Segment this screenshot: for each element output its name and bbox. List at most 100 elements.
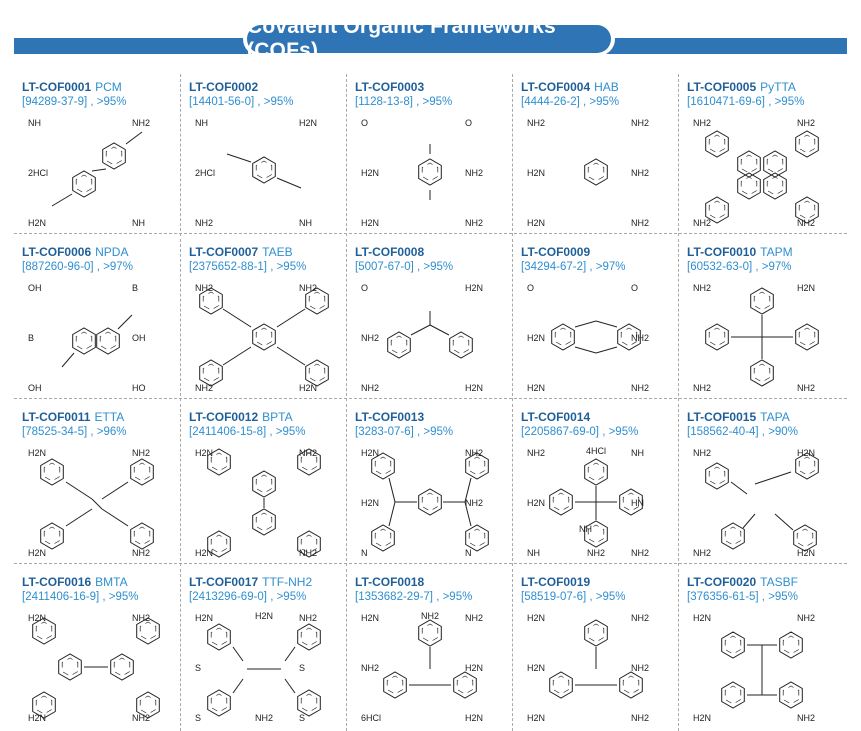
atom-label: NH2 bbox=[693, 283, 711, 293]
product-cas-purity: [1610471-69-6] , >95% bbox=[687, 96, 805, 108]
benzene-ring bbox=[32, 691, 56, 719]
atom-label: H2N bbox=[465, 663, 483, 673]
ring-double-bonds bbox=[724, 526, 742, 546]
atom-label: H2N bbox=[693, 613, 711, 623]
atom-label: NH2 bbox=[797, 218, 815, 228]
ring-double-bonds bbox=[798, 134, 816, 154]
bond bbox=[101, 481, 129, 500]
benzene-ring bbox=[199, 287, 223, 315]
benzene-ring bbox=[40, 522, 64, 550]
row-divider bbox=[14, 563, 847, 564]
ring-double-bonds bbox=[210, 452, 228, 472]
benzene-ring bbox=[130, 458, 154, 486]
benzene-ring bbox=[779, 631, 803, 659]
ring-double-bonds bbox=[740, 176, 758, 196]
atom-label: OH bbox=[28, 383, 42, 393]
ring-double-bonds bbox=[740, 154, 758, 174]
atom-label: N bbox=[465, 548, 472, 558]
benzene-ring bbox=[297, 689, 321, 717]
product-code-text: LT-COF0002 bbox=[189, 80, 259, 94]
ring-double-bonds bbox=[753, 363, 771, 383]
bond bbox=[222, 308, 252, 328]
product-code: LT-COF0013 bbox=[355, 410, 424, 424]
atom-label: OH bbox=[132, 333, 146, 343]
product-code-text: LT-COF0004 bbox=[521, 80, 591, 94]
ring-double-bonds bbox=[552, 492, 570, 512]
benzene-ring bbox=[705, 323, 729, 351]
product-code-text: LT-COF0016 bbox=[22, 575, 92, 589]
benzene-ring bbox=[750, 359, 774, 387]
benzene-ring bbox=[58, 653, 82, 681]
atom-label: H2N bbox=[361, 168, 379, 178]
atom-label: S bbox=[195, 713, 201, 723]
atom-label: NH2 bbox=[132, 713, 150, 723]
bond bbox=[464, 501, 472, 527]
atom-label: H2N bbox=[527, 333, 545, 343]
benzene-ring bbox=[207, 530, 231, 558]
ring-double-bonds bbox=[139, 621, 157, 641]
product-abbreviation: BMTA bbox=[95, 575, 128, 589]
bond bbox=[284, 646, 296, 662]
atom-label: H2N bbox=[28, 548, 46, 558]
product-code: LT-COF0002 bbox=[189, 80, 258, 94]
atom-label: NH2 bbox=[631, 118, 649, 128]
bond bbox=[65, 508, 93, 527]
ring-double-bonds bbox=[255, 327, 273, 347]
atom-label: NH2 bbox=[465, 498, 483, 508]
atom-label: H2N bbox=[195, 548, 213, 558]
product-cas-purity: [3283-07-6] , >95% bbox=[355, 426, 454, 438]
atom-label: H2N bbox=[527, 713, 545, 723]
benzene-ring bbox=[705, 196, 729, 224]
atom-label: H2N bbox=[255, 611, 273, 621]
atom-label: H2N bbox=[465, 283, 483, 293]
bond bbox=[595, 320, 618, 328]
atom-label: NH2 bbox=[299, 283, 317, 293]
product-cas-purity: [376356-61-5] , >95% bbox=[687, 591, 798, 603]
ring-double-bonds bbox=[421, 162, 439, 182]
ring-double-bonds bbox=[468, 528, 486, 548]
product-cas-purity: [2413296-69-0] , >95% bbox=[189, 591, 307, 603]
bond bbox=[574, 320, 597, 328]
atom-label: H2N bbox=[28, 218, 46, 228]
atom-label: NH2 bbox=[631, 548, 649, 558]
benzene-ring bbox=[297, 448, 321, 476]
ring-double-bonds bbox=[587, 623, 605, 643]
atom-label: N bbox=[361, 548, 368, 558]
ring-double-bonds bbox=[386, 675, 404, 695]
atom-label: NH2 bbox=[465, 613, 483, 623]
atom-label: NH bbox=[299, 218, 312, 228]
benzene-ring bbox=[584, 619, 608, 647]
atom-label: H2N bbox=[527, 218, 545, 228]
product-code: LT-COF0009 bbox=[521, 245, 590, 259]
benzene-ring bbox=[96, 327, 120, 355]
product-code-text: LT-COF0005 bbox=[687, 80, 757, 94]
product-code-text: LT-COF0014 bbox=[521, 410, 591, 424]
product-code-text: LT-COF0009 bbox=[521, 245, 591, 259]
atom-label: HO bbox=[132, 383, 146, 393]
ring-double-bonds bbox=[308, 291, 326, 311]
atom-label: NH2 bbox=[631, 218, 649, 228]
atom-label: NH2 bbox=[132, 118, 150, 128]
atom-label: NH2 bbox=[299, 613, 317, 623]
product-abbreviation: ETTA bbox=[94, 410, 125, 424]
benzene-ring bbox=[371, 524, 395, 552]
